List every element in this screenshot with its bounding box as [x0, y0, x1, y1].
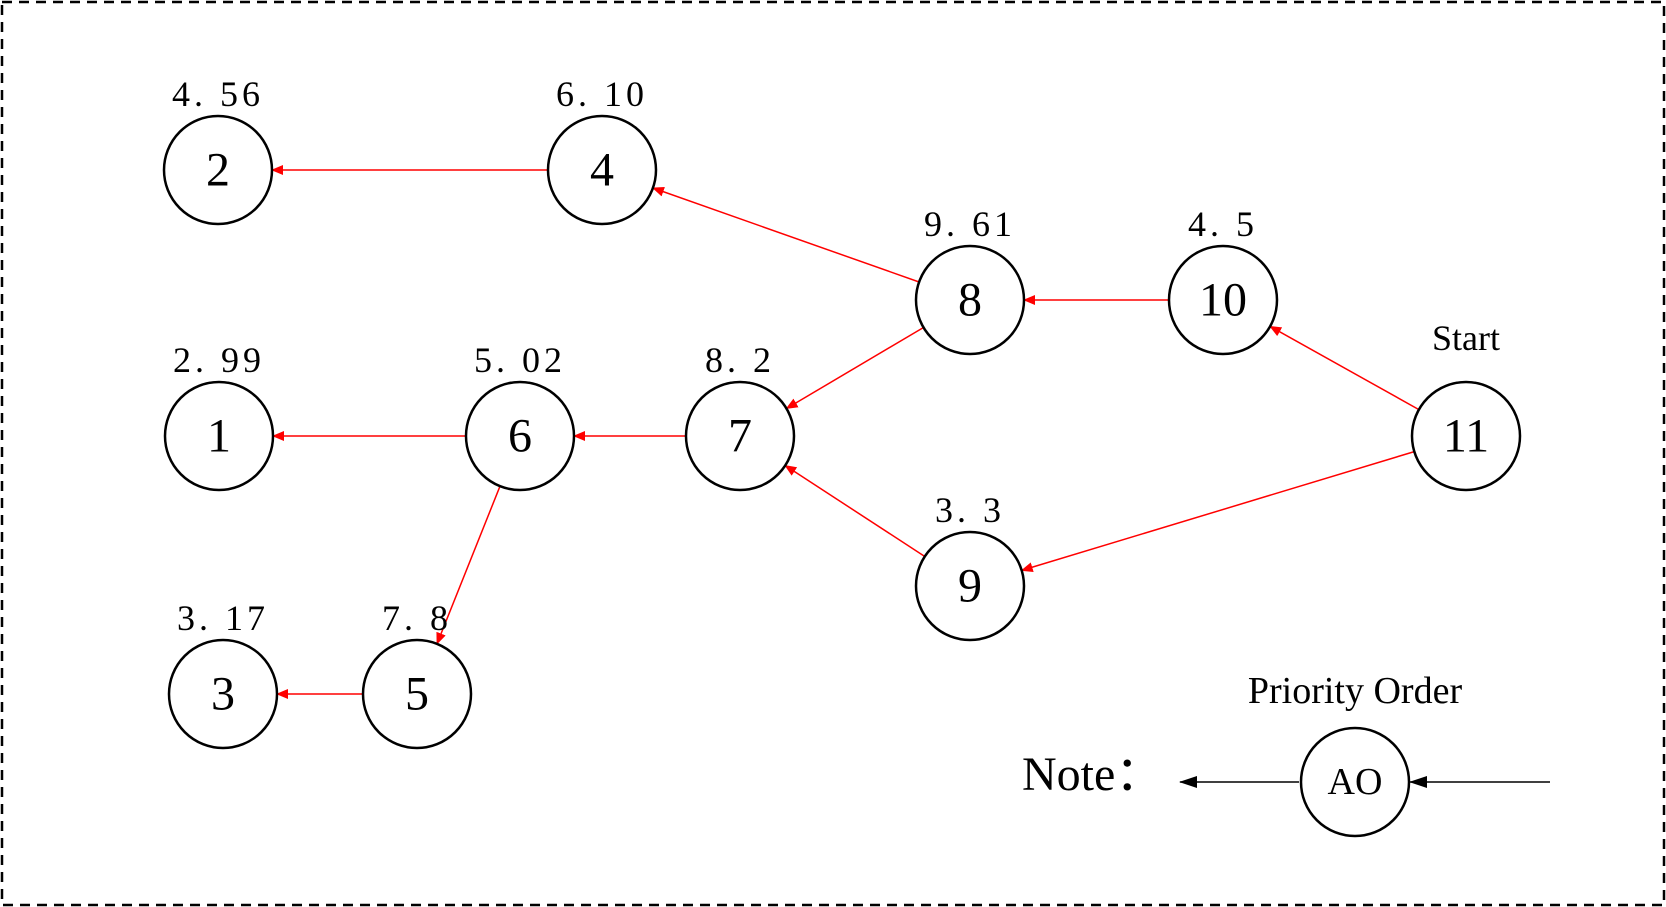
legend: Note： Priority Order AO [1022, 670, 1550, 838]
node-value-label: 9. 61 [924, 204, 1016, 244]
edge-9-to-7 [784, 464, 926, 558]
start-label: Start [1432, 318, 1500, 358]
node-value-label: 4. 56 [172, 74, 264, 114]
legend-node-circle [1299, 726, 1411, 838]
edge-8-to-4 [651, 186, 920, 283]
node-value-label: 7. 8 [382, 598, 452, 638]
node-circle [914, 530, 1026, 642]
edge-11-to-9 [1020, 450, 1415, 572]
node-4: 4 6. 10 [546, 74, 658, 226]
legend-title: Priority Order [1248, 670, 1463, 712]
node-value-label: 6. 10 [556, 74, 648, 114]
node-8: 8 9. 61 [914, 204, 1026, 356]
node-value-label: 4. 5 [1188, 204, 1258, 244]
node-10: 10 4. 5 [1167, 204, 1279, 356]
node-3: 3 3. 17 [167, 598, 279, 750]
edge-6-to-5 [436, 485, 501, 645]
node-11: 11 Start [1410, 318, 1522, 492]
node-2: 2 4. 56 [162, 74, 274, 226]
node-label: 3 [211, 668, 235, 721]
node-circle [546, 114, 658, 226]
node-circle [163, 380, 275, 492]
node-circle [914, 244, 1026, 356]
node-circle [464, 380, 576, 492]
node-value-label: 8. 2 [705, 340, 775, 380]
node-value-label: 2. 99 [173, 340, 265, 380]
node-circle [684, 380, 796, 492]
node-7: 7 8. 2 [684, 340, 796, 492]
nodes-layer: 1 2. 99 2 4. 56 3 3. 17 4 6. 10 5 7. 8 6 5. 02 7 8. 2… [162, 74, 1522, 750]
node-label: 8 [958, 274, 982, 327]
node-value-label: 3. 3 [935, 490, 1005, 530]
edge-8-to-7 [785, 326, 924, 410]
node-9: 9 3. 3 [914, 490, 1026, 642]
node-value-label: 3. 17 [177, 598, 269, 638]
node-label: 6 [508, 410, 532, 463]
node-circle [162, 114, 274, 226]
node-circle [1167, 244, 1279, 356]
node-label: 5 [405, 668, 429, 721]
node-label: 7 [728, 410, 752, 463]
note-label: Note： [1022, 748, 1163, 801]
edges-layer [271, 165, 1420, 699]
node-1: 1 2. 99 [163, 340, 275, 492]
node-6: 6 5. 02 [464, 340, 576, 492]
node-label: 4 [590, 144, 614, 197]
node-label: 11 [1443, 410, 1489, 463]
node-circle [1410, 380, 1522, 492]
node-label: 2 [206, 144, 230, 197]
node-5: 5 7. 8 [361, 598, 473, 750]
node-circle [167, 638, 279, 750]
node-label: 9 [958, 560, 982, 613]
node-value-label: 5. 02 [474, 340, 566, 380]
edge-11-to-10 [1269, 325, 1420, 411]
node-label: 10 [1199, 274, 1247, 327]
node-circle [361, 638, 473, 750]
legend-node-label: AO [1328, 761, 1383, 803]
node-label: 1 [207, 410, 231, 463]
